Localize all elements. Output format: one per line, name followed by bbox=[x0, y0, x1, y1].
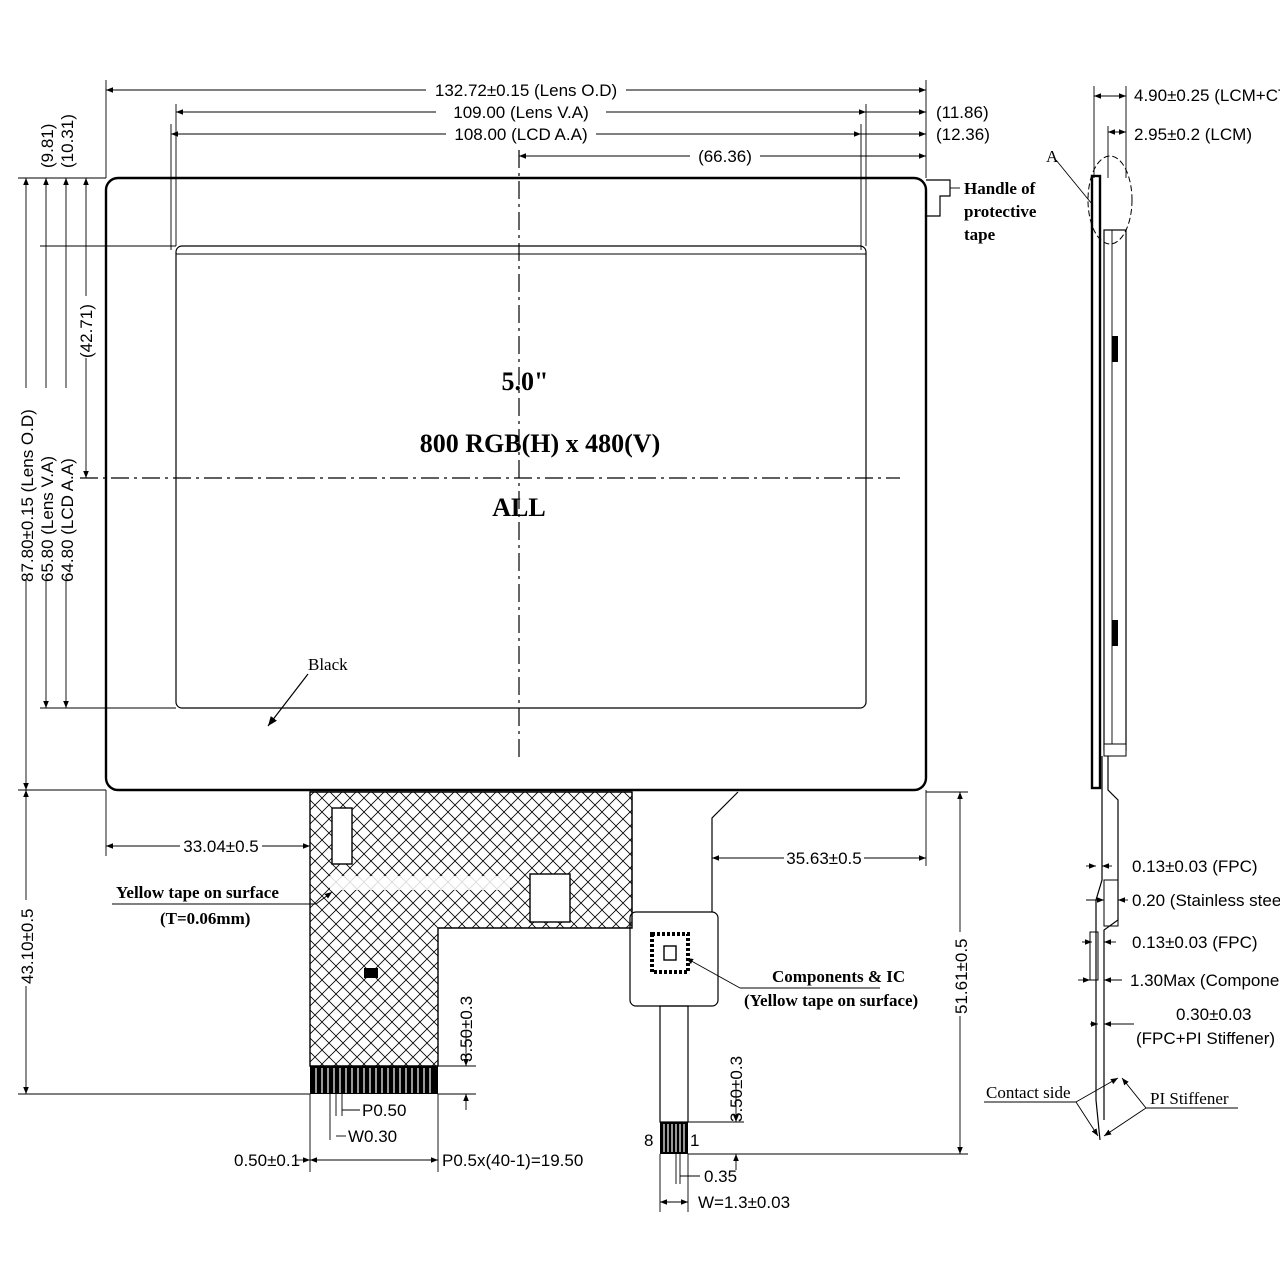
pin-1-label: 1 bbox=[690, 1131, 699, 1150]
dim-fpc2-length: 51.61±0.5 bbox=[688, 791, 971, 1155]
ctp-ic bbox=[650, 932, 690, 974]
handle-label-2: protective bbox=[964, 202, 1037, 221]
pin-gap-text: 0.35 bbox=[704, 1167, 737, 1186]
offset-981-text: (9.81) bbox=[38, 124, 57, 168]
edge-text: 0.50±0.1 bbox=[234, 1151, 300, 1170]
offset-1031-text: (10.31) bbox=[58, 114, 77, 168]
components-sub-label: (Yellow tape on surface) bbox=[744, 991, 918, 1010]
all-label: ALL bbox=[492, 493, 545, 522]
side-lcm bbox=[1103, 229, 1127, 751]
ctp-fpc: 8 1 bbox=[629, 791, 739, 1154]
thickness-total-text: 4.90±0.25 (LCM+CTP) bbox=[1134, 86, 1280, 105]
protective-tape-handle bbox=[926, 179, 951, 217]
fpc-component-3 bbox=[364, 968, 378, 978]
side-view: 4.90±0.25 (LCM+CTP) 2.95±0.2 (LCM) A 0.1… bbox=[984, 86, 1280, 1141]
offset-6636-text: (66.36) bbox=[698, 147, 752, 166]
fpc-t2-text: 0.13±0.03 (FPC) bbox=[1132, 933, 1258, 952]
pitch-text: P0.50 bbox=[362, 1101, 406, 1120]
lcd-fpc bbox=[309, 791, 633, 1094]
pi-stiffener-label: PI Stiffener bbox=[1150, 1089, 1229, 1108]
lcd-aa-width-text: 108.00 (LCD A.A) bbox=[454, 125, 587, 144]
detail-a-circle bbox=[1087, 155, 1133, 245]
top-dimensions: 132.72±0.15 (Lens O.D) 109.00 (Lens V.A)… bbox=[105, 78, 990, 250]
contact-len-2-text: 3.50±0.3 bbox=[727, 1056, 746, 1122]
w-total-text: W=1.3±0.03 bbox=[698, 1193, 790, 1212]
fpc2-length-text: 51.61±0.5 bbox=[952, 938, 971, 1014]
dim-ctp-pins: 0.35 W=1.3±0.03 bbox=[659, 1154, 790, 1212]
dim-contact-1: 3.50±0.3 bbox=[438, 996, 476, 1110]
size-label: 5.0" bbox=[502, 367, 549, 396]
handle-label-3: tape bbox=[964, 225, 996, 244]
contact-side-label: Contact side bbox=[986, 1083, 1071, 1102]
fpc-component-1 bbox=[331, 807, 353, 865]
fpc-length-text: 43.10±0.5 bbox=[18, 908, 37, 984]
stiffener-label-text: (FPC+PI Stiffener) bbox=[1136, 1029, 1275, 1048]
lens-va-width-text: 109.00 (Lens V.A) bbox=[453, 103, 588, 122]
pitch-total-text: P0.5x(40-1)=19.50 bbox=[442, 1151, 583, 1170]
dim-fpc-left: 33.04±0.5 bbox=[105, 790, 310, 856]
yellow-tape-leader bbox=[315, 891, 333, 905]
ctp-fpc-tail-top bbox=[711, 791, 739, 912]
front-view: 5.0" 800 RGB(H) x 480(V) ALL Black Handl… bbox=[80, 150, 1037, 792]
components-label: Components & IC bbox=[772, 967, 905, 986]
ctp-ic-pad bbox=[629, 911, 719, 1007]
fpc-t1-text: 0.13±0.03 (FPC) bbox=[1132, 857, 1258, 876]
lens-outline bbox=[104, 176, 928, 792]
yellow-tape-label: Yellow tape on surface bbox=[116, 883, 279, 902]
side-fpc bbox=[1095, 756, 1103, 1141]
pin-8-label: 8 bbox=[644, 1131, 653, 1150]
components-leader bbox=[685, 957, 741, 989]
dim-contact-2: 3.50±0.3 bbox=[688, 1056, 746, 1170]
ctp-contacts bbox=[660, 1122, 688, 1154]
black-label: Black bbox=[308, 655, 348, 674]
side-lens bbox=[1090, 174, 1102, 790]
lcd-aa-height-text: 64.80 (LCD A.A) bbox=[58, 458, 77, 582]
component-max-text: 1.30Max (Component) bbox=[1130, 971, 1280, 990]
offset-1186-text: (11.86) bbox=[936, 103, 989, 122]
fpc-component-2 bbox=[529, 873, 571, 923]
lens-va-height-text: 65.80 (Lens V.A) bbox=[38, 456, 57, 582]
fpc2-right-offset-text: 35.63±0.5 bbox=[786, 849, 862, 868]
dim-fpc2-right: 35.63±0.5 bbox=[712, 790, 927, 868]
left-dimensions: 87.80±0.15 (Lens O.D) 65.80 (Lens V.A) 6… bbox=[14, 114, 176, 791]
resolution-label: 800 RGB(H) x 480(V) bbox=[420, 429, 660, 458]
width-pin-text: W0.30 bbox=[348, 1127, 397, 1146]
offset-4271-text: (42.71) bbox=[77, 304, 96, 358]
contact-len-1-text: 3.50±0.3 bbox=[457, 996, 476, 1062]
stiffener-t-text: 0.30±0.03 bbox=[1176, 1005, 1252, 1024]
lcd-fpc-contacts bbox=[310, 1066, 438, 1094]
handle-label-1: Handle of bbox=[964, 179, 1036, 198]
dim-pitch: P0.50 W0.30 0.50±0.1 P0.5x(40-1)=19.50 bbox=[234, 1094, 583, 1172]
lens-od-width-text: 132.72±0.15 (Lens O.D) bbox=[435, 81, 617, 100]
viewing-area bbox=[175, 245, 867, 709]
ctp-fpc-neck bbox=[659, 1005, 689, 1123]
fpc-marking bbox=[330, 876, 510, 890]
yellow-tape-thickness: (T=0.06mm) bbox=[160, 909, 250, 928]
stainless-text: 0.20 (Stainless steel) bbox=[1132, 891, 1280, 910]
black-leader bbox=[267, 673, 309, 727]
fpc-left-offset-text: 33.04±0.5 bbox=[183, 837, 259, 856]
thickness-lcm-text: 2.95±0.2 (LCM) bbox=[1134, 125, 1252, 144]
offset-1236-text: (12.36) bbox=[936, 125, 990, 144]
dim-fpc-length: 43.10±0.5 bbox=[16, 790, 310, 1095]
lens-od-height-text: 87.80±0.15 (Lens O.D) bbox=[18, 409, 37, 582]
detail-a-label: A bbox=[1046, 147, 1059, 166]
